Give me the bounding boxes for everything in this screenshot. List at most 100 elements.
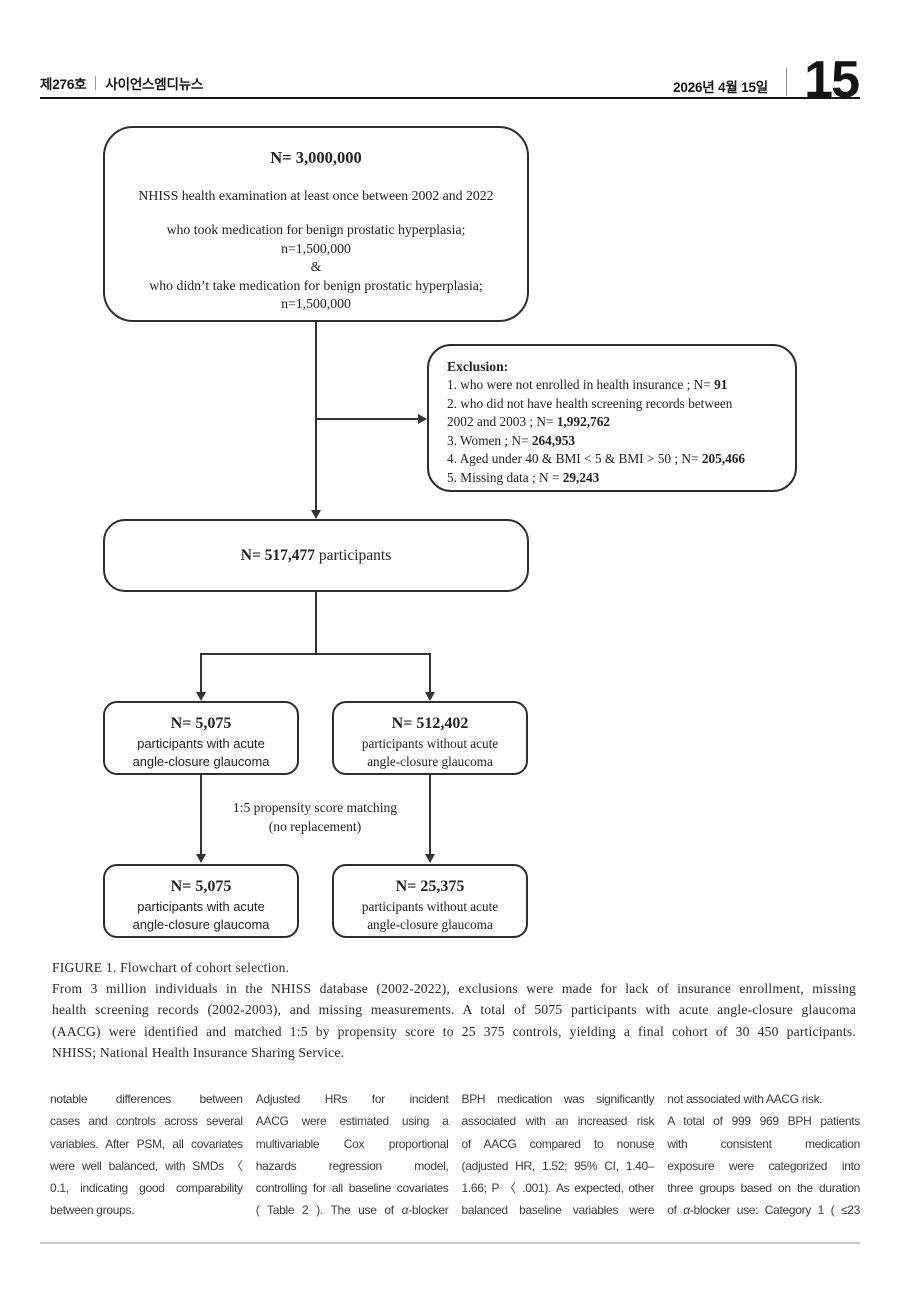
aacg-post-match-box: N= 5,075 participants with acute angle-cl… <box>103 864 299 938</box>
source-population-subtitle: NHISS health examination at least once b… <box>138 188 494 203</box>
text-line: angle-closure glaucoma <box>132 917 270 932</box>
figure-caption-body: From 3 million individuals in the NHISS … <box>52 978 856 1063</box>
arrowhead-to-aacg-pre-icon <box>196 692 206 701</box>
page-number-divider <box>786 68 787 96</box>
text-line: n=1,500,000 <box>281 240 351 256</box>
publication-name: 사이언스엠디뉴스 <box>105 77 204 92</box>
text-line: notable differences between <box>50 1092 243 1106</box>
text-line: with consistent medication <box>667 1136 860 1151</box>
aacg-post-match-desc: participants with acute angle-closure gla… <box>105 898 297 934</box>
text-line: AACG were estimated using a <box>255 1114 449 1129</box>
header-rule <box>40 97 860 99</box>
text-line: n=1,500,000 <box>281 296 351 311</box>
text-line: participants with acute <box>137 899 265 914</box>
participants-n: N= 517,477 participants <box>240 546 392 564</box>
text-line: & <box>310 259 322 274</box>
source-population-detail: who took medication for benign prostatic… <box>105 221 527 314</box>
text-line: variables. After PSM, all covariates <box>50 1136 243 1151</box>
connector-aacg-match-line <box>200 775 202 855</box>
text-line: 1:5 propensity score matching <box>232 800 398 815</box>
text-line: NHISS; National Health Insurance Sharing… <box>52 1044 345 1060</box>
text-line: participants with acute <box>137 736 265 751</box>
text-line: (adjusted HR, 1.52; 95% CI, 1.40– <box>461 1158 655 1173</box>
connector-source-down-line <box>315 322 317 511</box>
text-line: who didn’t take medication for benign pr… <box>149 277 483 293</box>
text-line: 0.1, indicating good comparability <box>50 1181 243 1196</box>
text-line: BPH medication was significantly <box>461 1092 655 1106</box>
text-line: 5. Missing data ; N = 29,243 <box>447 469 600 485</box>
aacg-pre-match-box: N= 5,075 participants with acute angle-cl… <box>103 701 299 775</box>
figure-caption: FIGURE 1. Flowchart of cohort selection.… <box>52 957 856 1063</box>
text-line: three groups based on the duration <box>667 1181 860 1196</box>
text-line: participants without acute <box>361 736 499 751</box>
text-line: controlling for all baseline covariates <box>255 1181 449 1196</box>
exclusion-box: Exclusion: 1. who were not enrolled in h… <box>427 344 797 492</box>
connector-right-branch-line <box>429 653 431 693</box>
masthead-divider <box>95 76 97 90</box>
text-line: not associated with AACG risk. <box>667 1092 823 1106</box>
text-line: 2002 and 2003 ; N= 1,992,762 <box>447 414 610 430</box>
text-line: cases and controls across several <box>50 1114 243 1129</box>
exclusion-list: 1. who were not enrolled in health insur… <box>447 376 777 488</box>
aacg-pre-match-n: N= 5,075 <box>170 715 232 732</box>
text-line: Adjusted HRs for incident <box>255 1092 449 1106</box>
connector-split-line <box>200 653 431 655</box>
issue-number: 제276호 <box>40 77 87 92</box>
article-column-4: not associated with AACG risk. A total of… <box>667 1088 860 1222</box>
arrowhead-to-control-pre-icon <box>425 692 435 701</box>
figure-caption-title: FIGURE 1. Flowchart of cohort selection. <box>52 960 290 975</box>
arrowhead-to-participants-icon <box>311 510 321 519</box>
text-line: 1. who were not enrolled in health insur… <box>447 377 728 392</box>
text-line: between groups. <box>50 1203 135 1218</box>
control-pre-match-desc: participants without acute angle-closure … <box>334 735 526 771</box>
text-line: hazards regression model, <box>255 1158 449 1173</box>
text-line: participants without acute <box>361 899 499 914</box>
text-line: associated with an increased risk <box>461 1114 655 1129</box>
text-line: From 3 million individuals in the NHISS … <box>52 981 856 996</box>
text-line: 1.66; P 〈 .001). As expected, other <box>461 1181 655 1196</box>
propensity-matching-note: 1:5 propensity score matching (no replace… <box>190 798 440 836</box>
text-line: 2. who did not have health screening rec… <box>447 395 733 411</box>
text-line: who took medication for benign prostatic… <box>166 222 466 237</box>
arrowhead-to-aacg-post-icon <box>196 854 206 863</box>
connector-exclusion-line <box>316 418 418 420</box>
aacg-pre-match-desc: participants with acute angle-closure gla… <box>105 735 297 771</box>
control-post-match-desc: participants without acute angle-closure … <box>334 898 526 934</box>
source-population-n: N= 3,000,000 <box>270 148 362 167</box>
exclusion-title: Exclusion: <box>447 359 509 374</box>
control-pre-match-box: N= 512,402 participants without acute ang… <box>332 701 528 775</box>
footer-rule <box>40 1242 860 1244</box>
arrowhead-to-exclusion-icon <box>418 414 427 424</box>
control-pre-match-n: N= 512,402 <box>391 715 469 732</box>
text-line: of α-blocker use: Category 1 ( ≤23 <box>667 1203 860 1218</box>
text-line: ( Table 2 ). The use of α-blocker <box>255 1203 449 1218</box>
text-line: of AACG compared to nonuse <box>461 1136 655 1151</box>
text-line: multivariable Cox proportional <box>255 1136 449 1151</box>
participants-box: N= 517,477 participants <box>103 519 529 592</box>
connector-control-match-line <box>429 775 431 855</box>
connector-participants-down-line <box>315 592 317 654</box>
text-line: were well balanced, with SMDs 〈 <box>50 1158 243 1173</box>
arrowhead-to-control-post-icon <box>425 854 435 863</box>
masthead: 제276호 사이언스엠디뉴스 <box>40 73 203 93</box>
article-column-1: notable differences between cases and con… <box>50 1088 243 1222</box>
text-line: health screening records (2002-2003), an… <box>52 1002 856 1018</box>
text-line: balanced baseline variables were <box>461 1203 655 1218</box>
issue-date: 2026년 4월 15일 <box>673 80 768 95</box>
source-population-box: N= 3,000,000 NHISS health examination at… <box>103 126 529 322</box>
control-post-match-n: N= 25,375 <box>395 878 465 895</box>
text-line: exposure were categorized into <box>667 1158 860 1173</box>
text-line: (no replacement) <box>268 819 362 834</box>
article-column-3: BPH medication was significantly associat… <box>462 1088 655 1222</box>
text-line: A total of 999 969 BPH patients <box>667 1114 860 1129</box>
text-line: angle-closure glaucoma <box>367 754 493 769</box>
text-line: angle-closure glaucoma <box>132 754 270 769</box>
aacg-post-match-n: N= 5,075 <box>170 878 232 895</box>
article-columns: notable differences between cases and con… <box>50 1088 860 1222</box>
text-line: (AACG) were identified and matched 1:5 b… <box>52 1023 856 1039</box>
text-line: angle-closure glaucoma <box>367 917 493 932</box>
text-line: 4. Aged under 40 & BMI < 5 & BMI > 50 ; … <box>447 451 746 467</box>
connector-left-branch-line <box>200 653 202 693</box>
